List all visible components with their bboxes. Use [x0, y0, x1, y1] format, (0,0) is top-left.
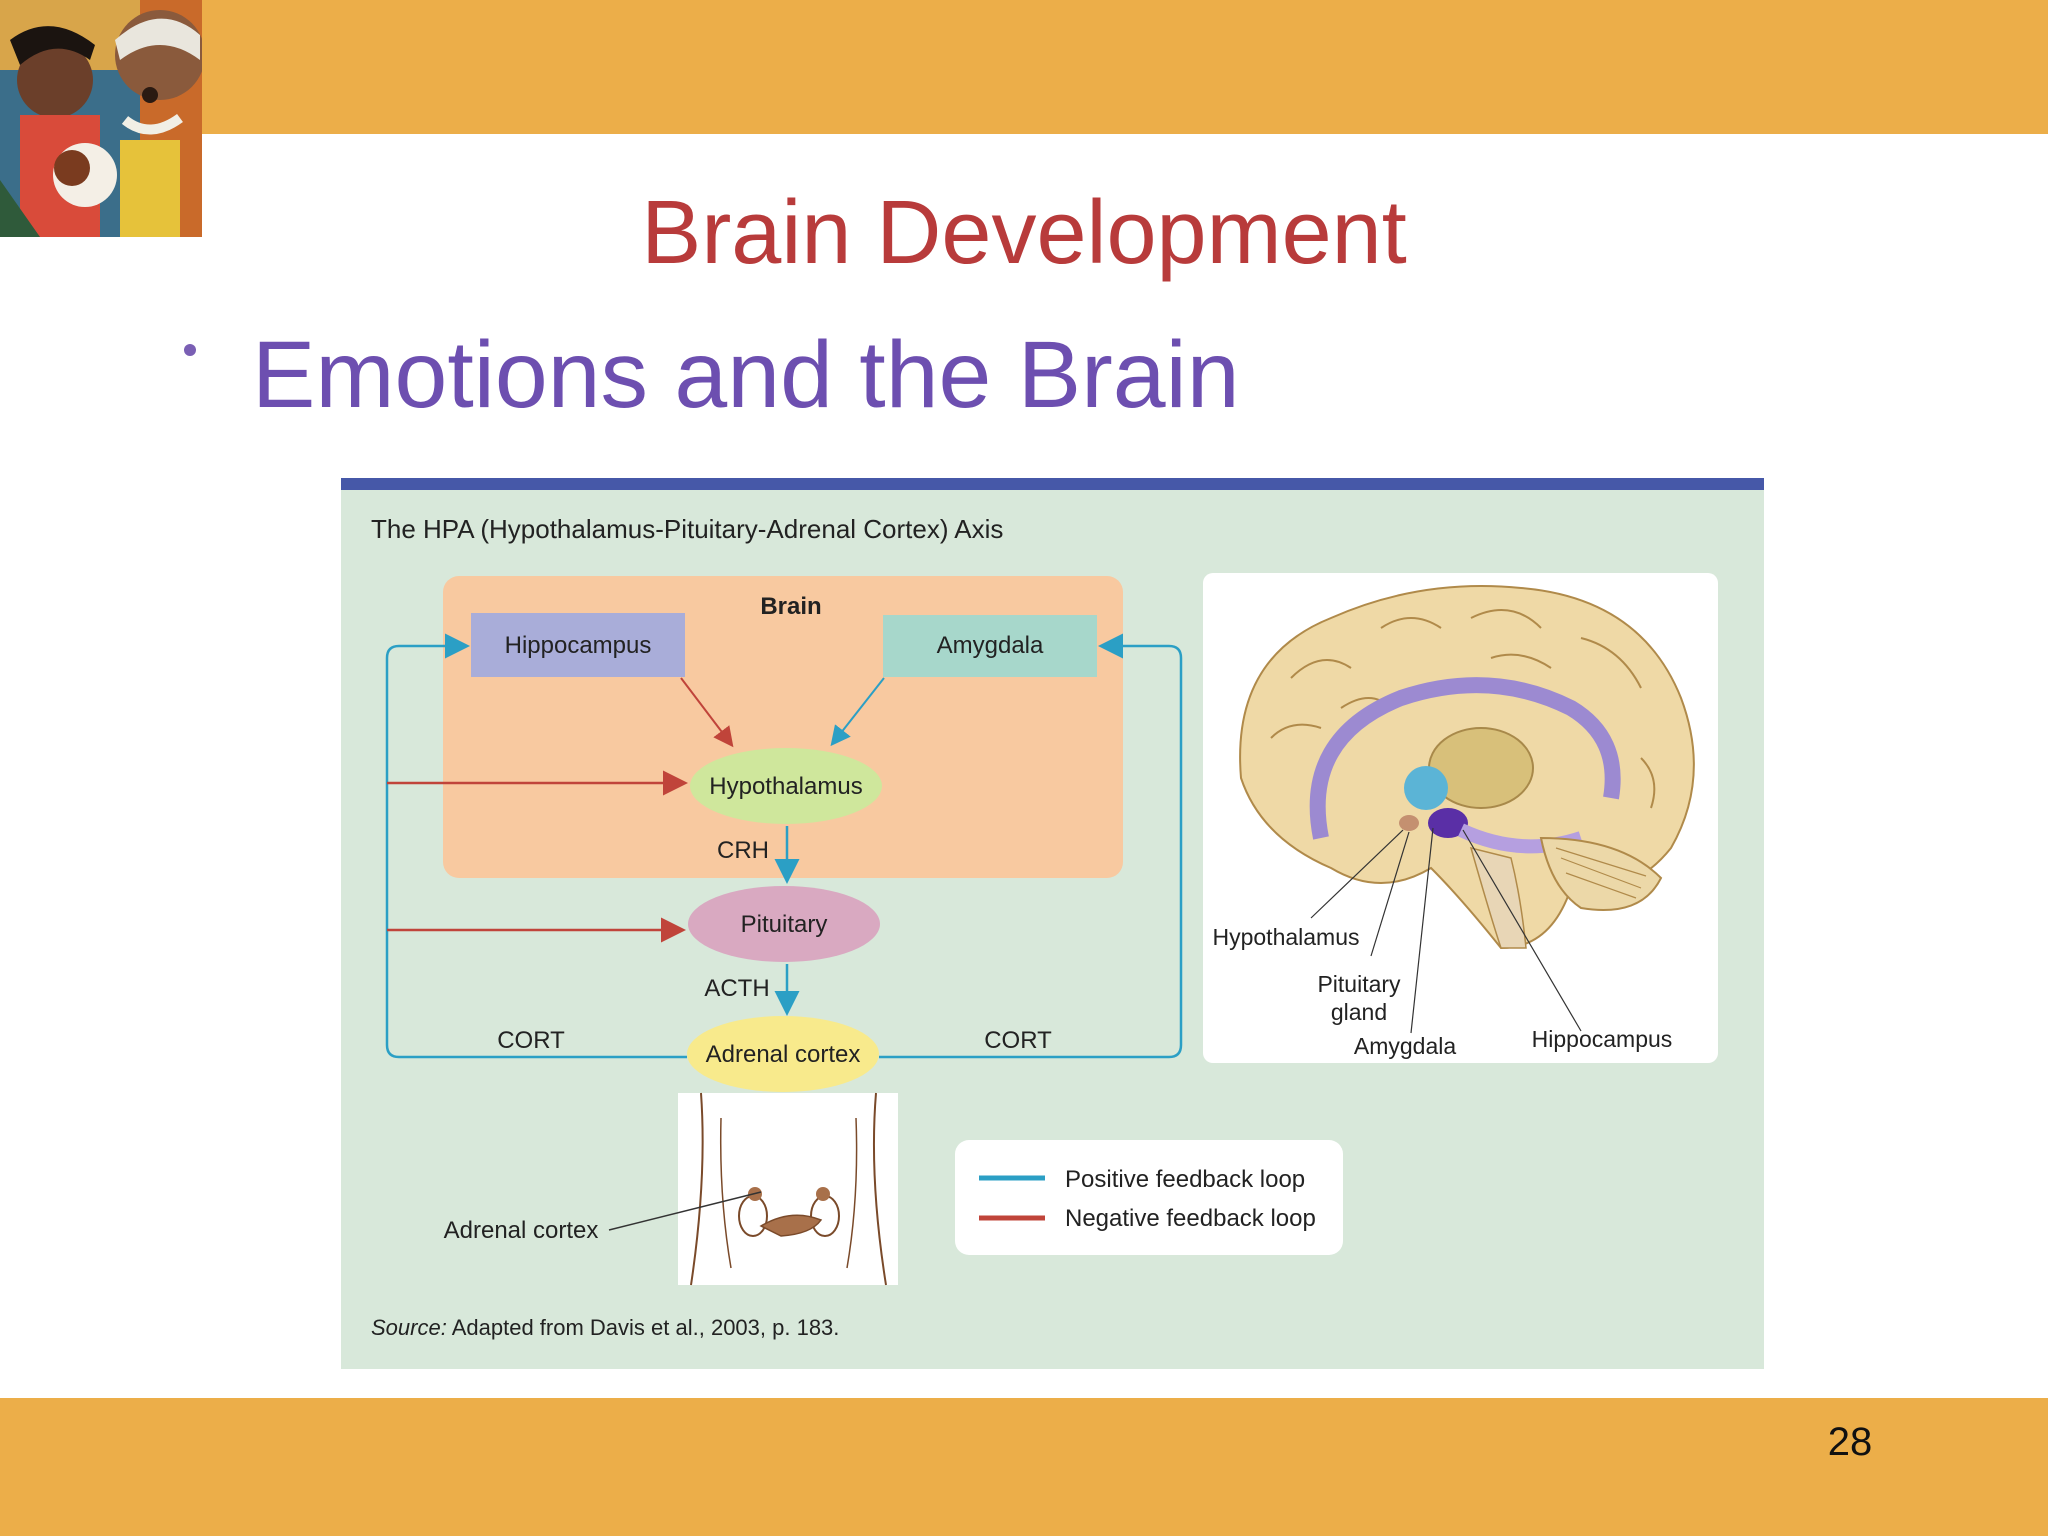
page-number: 28: [1827, 1420, 1873, 1464]
figure-title: The HPA (Hypothalamus-Pituitary-Adrenal …: [371, 514, 1003, 544]
anatomy-label-amygdala: Amygdala: [1354, 1033, 1456, 1059]
anatomy-label-pituitary: Pituitary: [1317, 971, 1401, 997]
corner-artwork: [0, 0, 202, 237]
hpa-axis-figure: The HPA (Hypothalamus-Pituitary-Adrenal …: [341, 478, 1764, 1369]
top-band: [0, 0, 2048, 134]
torso-illustration: [678, 1092, 898, 1286]
cort-label-right: CORT: [984, 1027, 1052, 1054]
amygdala-to-hypothalamus-arrow: [830, 677, 885, 747]
pituitary-node: [688, 886, 880, 962]
positive-loop-right: [879, 633, 1183, 1059]
anatomy-leader-pituitary: [1370, 831, 1410, 957]
anatomy-label-hippocampus: Hippocampus: [1532, 1026, 1673, 1052]
brain-illustration: [1239, 585, 1695, 950]
anatomy-leader-amygdala: [1410, 827, 1434, 1034]
anatomy-label-pituitary-gland: gland: [1331, 999, 1387, 1025]
source-line: Source: Adapted from Davis et al., 2003,…: [371, 1315, 839, 1340]
adrenal-cortex-node-label: Adrenal cortex: [706, 1041, 861, 1068]
amygdala-node-label: Amygdala: [937, 632, 1044, 659]
source-text: Adapted from Davis et al., 2003, p. 183.: [447, 1315, 840, 1340]
slide-title: Brain Development: [641, 183, 1407, 283]
source-prefix: Source:: [371, 1315, 447, 1340]
torso-adrenal-label: Adrenal cortex: [444, 1217, 599, 1244]
anatomy-leader-hypothalamus: [1310, 829, 1404, 919]
hippocampus-to-hypothalamus-arrow: [680, 677, 734, 748]
amygdala-node: [883, 615, 1097, 677]
hypothalamus-node: [690, 748, 882, 824]
legend-box: [955, 1140, 1343, 1255]
hypothalamus-node-label: Hypothalamus: [709, 773, 862, 800]
torso-label-leader: [608, 1191, 762, 1231]
positive-loop-left: [385, 633, 687, 1059]
legend: Positive feedback loop Negative feedback…: [955, 1140, 1343, 1255]
pituitary-node-label: Pituitary: [741, 911, 828, 938]
crh-label: CRH: [717, 837, 769, 864]
anatomy-label-hypothalamus: Hypothalamus: [1212, 924, 1359, 950]
bullet-marker: [184, 344, 196, 356]
bullet-item: Emotions and the Brain: [252, 322, 1240, 428]
adrenal-cortex-node: [687, 1016, 879, 1092]
legend-negative-label: Negative feedback loop: [1065, 1205, 1316, 1232]
bottom-band: [0, 1398, 2048, 1536]
legend-positive-label: Positive feedback loop: [1065, 1166, 1305, 1193]
anatomy-leader-hippocampus: [1462, 829, 1582, 1032]
brain-box-label: Brain: [760, 593, 821, 620]
hippocampus-node: [471, 613, 685, 677]
cort-label-left: CORT: [497, 1027, 565, 1054]
hippocampus-node-label: Hippocampus: [505, 632, 652, 659]
figure-top-bar: [341, 478, 1764, 490]
acth-label: ACTH: [704, 975, 769, 1002]
